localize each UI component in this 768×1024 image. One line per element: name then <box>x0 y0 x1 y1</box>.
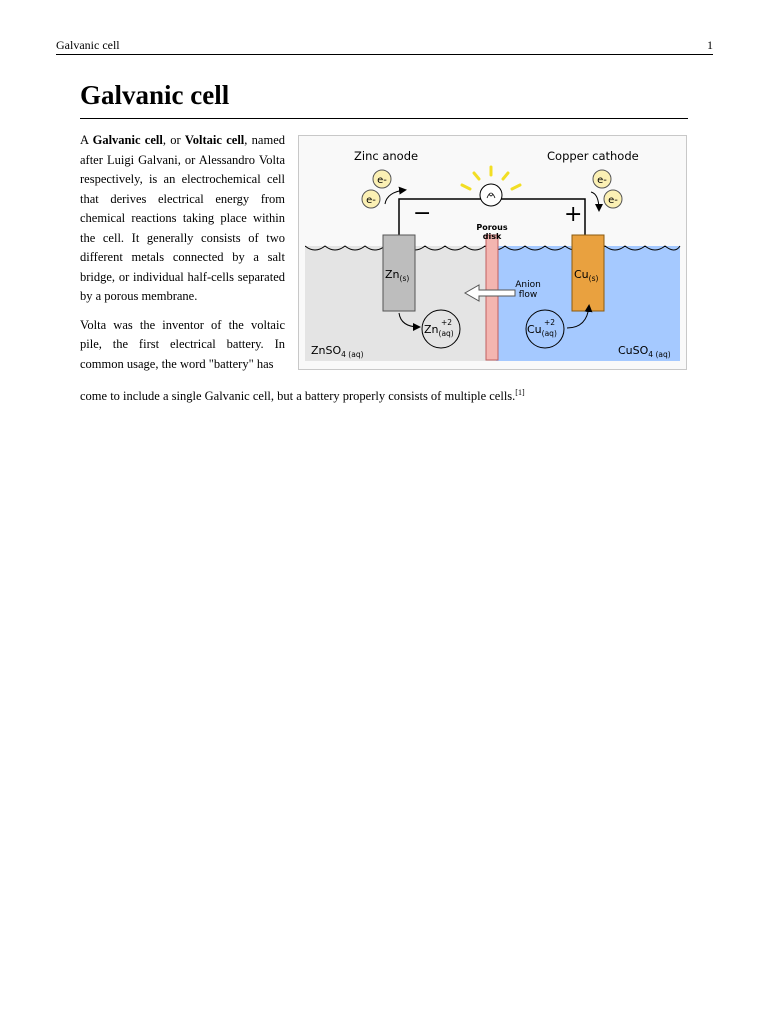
copper-electrode <box>571 234 605 312</box>
circuit-wire <box>398 198 481 235</box>
volta-text-end: come to include a single Galvanic cell, … <box>80 389 516 403</box>
reference-link[interactable]: [1] <box>515 387 525 397</box>
porous-disk-label-1: Porous <box>476 223 507 232</box>
electron-anode-top: e- <box>372 169 392 189</box>
zinc-sulfate-formula: ZnSO <box>311 344 341 357</box>
circuit-wire-right <box>501 198 586 235</box>
page-number: 1 <box>707 38 713 52</box>
zinc-ion-arrow <box>398 312 421 331</box>
copper-ion-circle <box>525 309 565 349</box>
porous-disk <box>485 234 499 361</box>
cathode-title: Copper cathode <box>547 149 639 163</box>
zinc-solid-label: Zn(s) <box>385 268 409 283</box>
volta-paragraph-end: come to include a single Galvanic cell, … <box>80 387 690 407</box>
volta-paragraph-start: Volta was the inventor of the voltaic pi… <box>80 317 285 371</box>
term-galvanic-cell: Galvanic cell <box>92 133 163 147</box>
zinc-electrode <box>382 234 416 312</box>
porous-disk-label-2: disk <box>483 232 502 241</box>
solution-subscript: 4 (aq) <box>648 350 670 359</box>
copper-ion-label: Cu(aq) <box>527 323 557 338</box>
zinc-ion-label: Zn(aq) <box>424 323 454 338</box>
aqueous-subscript: (aq) <box>542 329 557 338</box>
electron-label: e- <box>377 175 387 186</box>
copper-ion-charge: +2 <box>544 318 555 327</box>
copper-ion-arrow <box>566 304 593 329</box>
aqueous-subscript: (aq) <box>439 329 454 338</box>
zinc-ion-charge: +2 <box>441 318 452 327</box>
anion-flow-arrow <box>463 284 516 302</box>
bulb-filament <box>486 192 496 199</box>
intro-text-d: , named after Luigi Galvani, or Alessand… <box>80 133 285 303</box>
negative-terminal-sign: − <box>413 201 431 226</box>
electron-label: e- <box>597 175 607 186</box>
electron-label: e- <box>608 195 618 206</box>
intro-text-a: A <box>80 133 93 147</box>
intro-paragraph: A Galvanic cell, or Voltaic cell, named … <box>80 131 285 307</box>
electron-cathode-top: e- <box>592 169 612 189</box>
bulb-icon <box>479 183 503 207</box>
copper-sulfate-formula: CuSO <box>618 344 649 357</box>
solid-subscript: (s) <box>589 274 599 283</box>
electron-flow-arrow-anode <box>384 186 407 205</box>
intro-column: A Galvanic cell, or Voltaic cell, named … <box>80 131 285 383</box>
zinc-ion-symbol: Zn <box>424 323 439 336</box>
solid-subscript: (s) <box>400 274 410 283</box>
electron-flow-arrow-cathode <box>590 191 603 212</box>
zinc-sulfate-label: ZnSO4 (aq) <box>311 344 364 359</box>
diagram-svg: Zinc anode Copper cathode e- e- e- e- − … <box>305 149 681 361</box>
anode-title: Zinc anode <box>354 149 418 163</box>
running-header: Galvanic cell 1 <box>56 38 713 55</box>
copper-symbol: Cu <box>574 268 589 281</box>
anion-flow-label-2: flow <box>519 290 538 300</box>
positive-terminal-sign: + <box>564 202 582 227</box>
galvanic-cell-diagram: Zinc anode Copper cathode e- e- e- e- − … <box>298 135 687 370</box>
solution-subscript: 4 (aq) <box>341 350 363 359</box>
running-title: Galvanic cell <box>56 38 120 52</box>
zinc-ion-circle <box>421 309 461 349</box>
intro-text-c: , or <box>162 133 185 147</box>
electron-label: e- <box>366 195 376 206</box>
page-title: Galvanic cell <box>80 78 688 119</box>
copper-ion-symbol: Cu <box>527 323 542 336</box>
electron-anode-bottom: e- <box>361 189 381 209</box>
anion-flow-label-1: Anion <box>515 280 541 290</box>
zinc-symbol: Zn <box>385 268 400 281</box>
electron-cathode-bottom: e- <box>603 189 623 209</box>
copper-solid-label: Cu(s) <box>574 268 598 283</box>
term-voltaic-cell: Voltaic cell <box>184 133 245 147</box>
light-rays <box>460 165 522 191</box>
copper-sulfate-label: CuSO4 (aq) <box>618 344 671 359</box>
